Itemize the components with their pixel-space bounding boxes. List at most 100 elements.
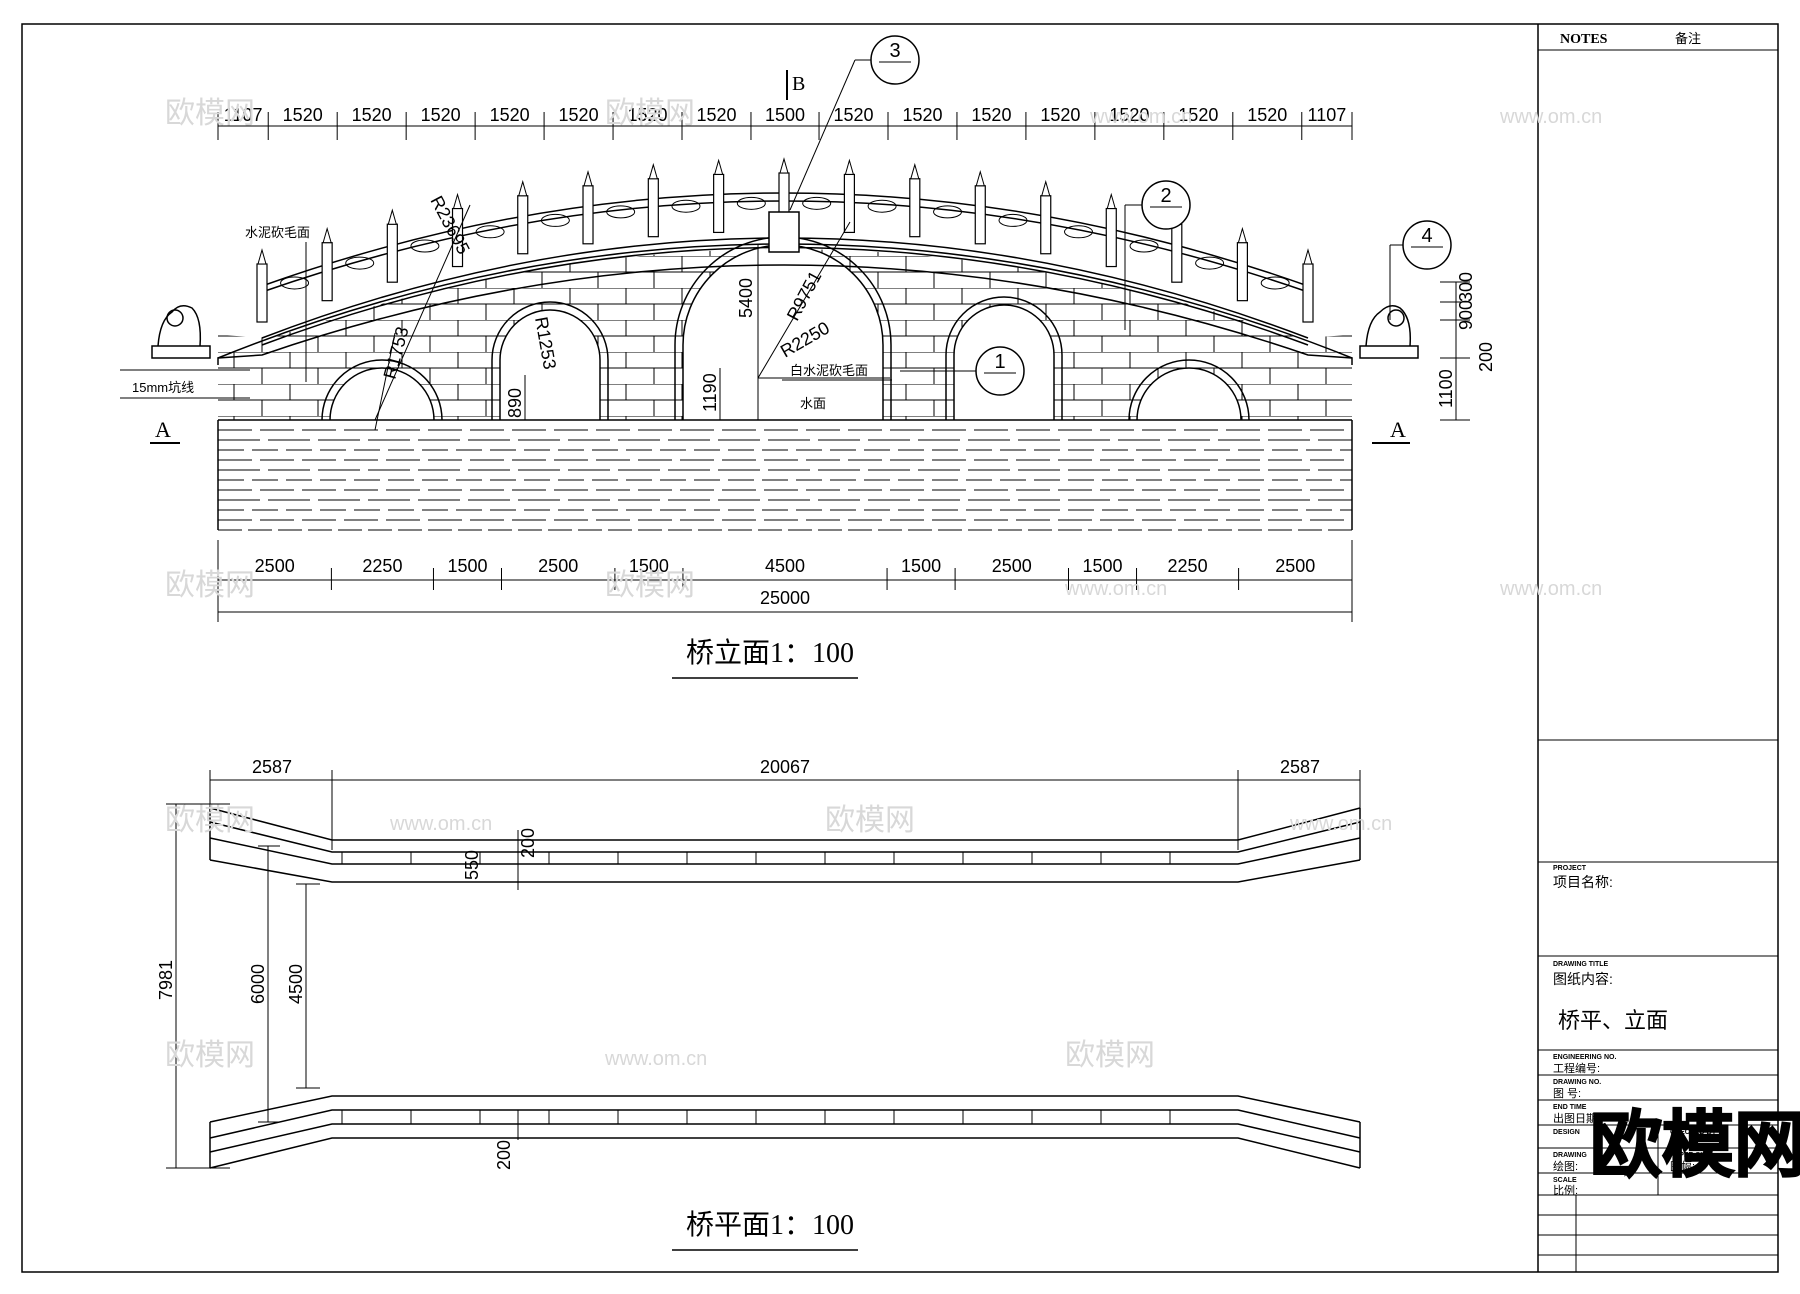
sheet-frame — [21, 23, 1779, 1273]
engineering-no-cn: 工程编号: — [1553, 1061, 1600, 1075]
note-cement: 水泥砍毛面 — [245, 225, 310, 240]
top-dimension-ticks — [217, 112, 1353, 140]
railing-panel-carving — [606, 205, 636, 219]
project-en: PROJECT — [1553, 865, 1587, 872]
overall-length: 25000 — [760, 588, 810, 608]
drawing-en: DRAWING — [1553, 1152, 1587, 1159]
plan-railing-segments — [341, 852, 1171, 1124]
post-finial — [1041, 179, 1051, 197]
bottom-dim-label: 2250 — [362, 556, 402, 576]
plan-title: 桥平面1：100 — [686, 1209, 854, 1241]
drawing-title-cn: 图纸内容: — [1553, 971, 1613, 987]
height-890: 890 — [505, 388, 525, 418]
baluster-post — [1302, 263, 1314, 323]
bottom-dim-label: 2500 — [1275, 556, 1315, 576]
note-white-cement: 白水泥砍毛面 — [790, 363, 868, 378]
elevation-title: 桥立面1：100 — [686, 637, 854, 669]
watermark-text: 欧模网 — [605, 97, 695, 130]
post-finial — [1237, 226, 1248, 244]
plan-dim-right: 2587 — [1280, 757, 1320, 777]
drawing-no-cn: 图 号: — [1553, 1087, 1581, 1100]
railing-panel-carving — [410, 239, 440, 253]
top-dim-label: 1520 — [1040, 105, 1080, 125]
dim-1100: 1100 — [1436, 369, 1456, 408]
svg-text:1: 1 — [994, 351, 1005, 373]
notes-label: NOTES — [1560, 32, 1608, 47]
drawing-cn: 绘图: — [1553, 1159, 1578, 1173]
plan-dim-4500: 4500 — [286, 964, 306, 1004]
top-dim-label: 1520 — [628, 105, 668, 125]
top-dim-label: 1520 — [833, 105, 873, 125]
section-a-left: A — [155, 417, 171, 442]
watermark-text: 欧模网 — [1065, 1039, 1155, 1072]
post-finial — [648, 162, 658, 180]
dim-200: 200 — [1476, 342, 1496, 372]
baluster-post — [1040, 195, 1052, 255]
baluster-post — [974, 185, 986, 245]
paper-size-en: PAPER SIZE — [1670, 1152, 1711, 1159]
railing-panel-carving — [1064, 225, 1094, 239]
svg-text:2: 2 — [1160, 185, 1171, 207]
top-dim-label: 1520 — [902, 105, 942, 125]
title-block: NOTES 备注 PROJECT 项目名称: DRAWING TITLE 图纸内… — [1537, 24, 1778, 1272]
height-5400: 5400 — [736, 278, 756, 318]
keystone — [768, 211, 800, 253]
watermark-text: 欧模网 — [605, 569, 695, 602]
watermark-text: 欧模网 — [165, 1039, 255, 1072]
post-finial — [975, 169, 985, 187]
baluster-post — [1105, 207, 1117, 268]
railing-panel-carving — [933, 205, 963, 219]
baluster-post — [713, 173, 725, 234]
watermark-text: www.om.cn — [389, 813, 492, 835]
baluster-post — [256, 263, 268, 323]
top-dim-label: 1520 — [559, 105, 599, 125]
railing-panel-carving — [1260, 276, 1290, 290]
bottom-dim-label: 2250 — [1168, 556, 1208, 576]
baluster-post — [321, 242, 333, 302]
top-dim-label: 1500 — [765, 105, 805, 125]
end-time-en: END TIME — [1553, 1104, 1587, 1111]
plan-dim-center: 20067 — [760, 757, 810, 777]
dim-900: 900 — [1456, 300, 1476, 330]
plan-dim-7981: 7981 — [156, 960, 176, 1000]
right-vertical-dimensions — [1440, 281, 1470, 421]
bottom-dim-label: 2500 — [255, 556, 295, 576]
post-finial — [257, 248, 267, 265]
watermark-text: www.om.cn — [1289, 813, 1392, 835]
railing-panel-carving — [998, 213, 1028, 227]
railing-panel-carving — [736, 196, 766, 210]
top-dim-label: 1520 — [421, 105, 461, 125]
callout-1: 1 — [900, 346, 1025, 396]
top-dim-label: 1107 — [224, 105, 263, 125]
post-finial — [518, 179, 528, 197]
railing-panel-carving — [540, 213, 570, 227]
watermark-text: www.om.cn — [604, 1048, 707, 1070]
water-hatching — [218, 429, 1352, 521]
baluster-post — [1236, 242, 1248, 302]
top-dim-label: 1107 — [1308, 105, 1347, 125]
railing-panel-carving — [671, 199, 701, 213]
top-dim-label: 1520 — [283, 105, 323, 125]
bottom-dim-label: 1500 — [1082, 556, 1122, 576]
bottom-dim-label: 2500 — [538, 556, 578, 576]
top-dim-label: 1520 — [971, 105, 1011, 125]
post-finial — [1106, 192, 1116, 210]
svg-text:4: 4 — [1421, 225, 1432, 247]
bottom-dim-label: 1500 — [629, 556, 669, 576]
plan-dim-200-top: 200 — [518, 828, 538, 858]
baluster-post — [517, 195, 529, 255]
top-dim-label: 1520 — [1109, 105, 1149, 125]
note-groove: 15mm坑线 — [132, 380, 194, 395]
railing-panel-carving — [802, 196, 832, 210]
bottom-dim-label: 1500 — [901, 556, 941, 576]
drawing-title-en: DRAWING TITLE — [1553, 961, 1609, 968]
bottom-dimension-ticks — [330, 568, 1240, 590]
scale-en: SCALE — [1553, 1177, 1577, 1184]
project-cn: 项目名称: — [1553, 874, 1613, 890]
radius-r23695: R23695 — [426, 192, 473, 257]
post-finial — [779, 157, 789, 174]
